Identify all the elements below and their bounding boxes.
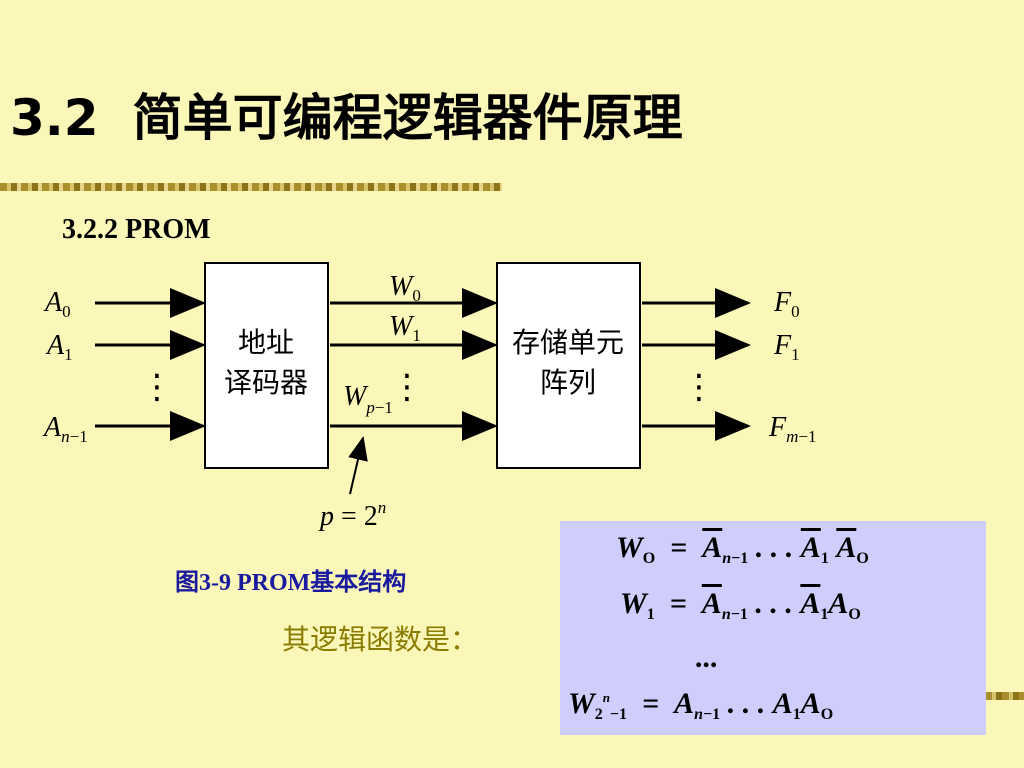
- output-label-fm1: Fm−1: [768, 412, 816, 446]
- equation-w1: W1 = An−1 . . . A1AO: [620, 587, 861, 623]
- equation-w0: WO = An−1 . . . A1 AO: [616, 531, 869, 567]
- equation-box: WO = An−1 . . . A1 AO W1 = An−1 . . . A1…: [560, 521, 986, 735]
- figure-caption: 图3-9 PROM基本结构: [175, 570, 407, 596]
- input-label-a0: A0: [43, 287, 71, 321]
- right-divider: [985, 692, 1024, 700]
- word-label-w1: W1: [389, 311, 421, 345]
- title-number: 3.2: [10, 89, 99, 147]
- section-subtitle: 3.2.2 PROM: [62, 214, 211, 245]
- p-pointer-arrow: [348, 436, 368, 495]
- word-label-w0: W0: [389, 271, 421, 305]
- decoder-label-2: 译码器: [224, 366, 308, 399]
- input-label-an1: An−1: [42, 412, 88, 446]
- slide-title: 3.2 简单可编程逻辑器件原理: [10, 78, 683, 150]
- equation-ellipsis: ...: [696, 641, 719, 674]
- title-text: 简单可编程逻辑器件原理: [132, 89, 683, 147]
- memory-label-2: 阵列: [540, 366, 596, 399]
- memory-label-1: 存储单元: [512, 326, 624, 359]
- p-formula: p = 2n: [318, 498, 386, 532]
- vdots-inputs: ⋮: [140, 367, 174, 407]
- decoder-label-1: 地址: [238, 326, 294, 359]
- function-label: 其逻辑函数是：: [282, 623, 479, 656]
- memory-array-box: [496, 262, 641, 469]
- input-label-a1: A1: [45, 330, 73, 364]
- vdots-words: ⋮: [390, 367, 424, 407]
- output-label-f0: F0: [773, 287, 800, 321]
- word-label-wp1: Wp−1: [343, 381, 393, 417]
- vdots-outputs: ⋮: [682, 367, 716, 407]
- title-divider: [0, 183, 502, 191]
- equation-w2n-1: W2n−1 = An−1 . . . A1AO: [568, 687, 834, 723]
- decoder-box: [204, 262, 329, 469]
- output-label-f1: F1: [773, 330, 800, 364]
